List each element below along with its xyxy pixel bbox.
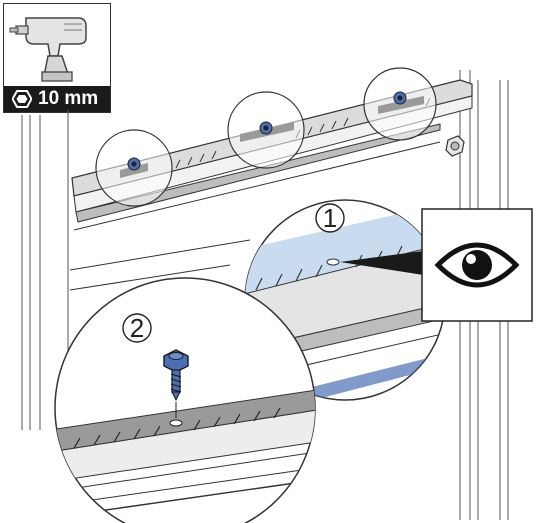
- self-tapping-screw-icon: [163, 349, 189, 418]
- step-1-number: 1: [323, 203, 337, 233]
- screw-location-3: [363, 67, 437, 141]
- tool-requirement-box: 10 mm: [3, 3, 111, 113]
- step-2-marker: [122, 313, 152, 343]
- inspection-pointer: [340, 250, 430, 276]
- socket-size-label: 10 mm: [4, 86, 110, 112]
- socket-size-text: 10 mm: [38, 88, 99, 109]
- eye-icon-box: [421, 208, 533, 322]
- detail-view-2: 2: [54, 277, 316, 523]
- side-bolt-icon: [445, 135, 465, 157]
- screw-location-2: [227, 91, 305, 169]
- screw-location-1: [95, 129, 173, 207]
- hex-socket-icon: [12, 90, 32, 108]
- eye-icon: [434, 242, 520, 288]
- drill-icon: [9, 17, 87, 82]
- step-1-marker: [315, 203, 345, 233]
- step-2-number: 2: [130, 313, 144, 343]
